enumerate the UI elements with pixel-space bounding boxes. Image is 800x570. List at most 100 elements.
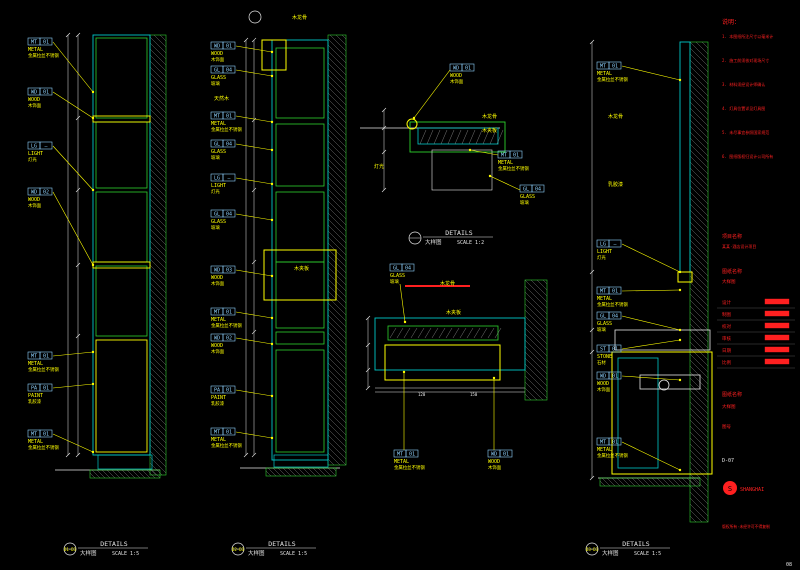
leader bbox=[52, 145, 95, 192]
tag-num-box bbox=[222, 139, 236, 148]
hatch-line bbox=[689, 209, 709, 229]
leader bbox=[235, 213, 274, 222]
hatch-line bbox=[149, 198, 167, 216]
hatch-line bbox=[302, 467, 312, 477]
leader-dot bbox=[412, 116, 416, 120]
dim-tick bbox=[381, 125, 387, 131]
hatch-line bbox=[689, 395, 709, 415]
tag-num-box bbox=[39, 87, 53, 96]
hatch-line bbox=[149, 180, 167, 198]
leader-dot bbox=[492, 376, 496, 380]
hatch-line bbox=[327, 362, 347, 382]
dimension-text: 150 bbox=[470, 392, 478, 397]
leader-dot bbox=[488, 174, 492, 178]
hatch-line bbox=[149, 288, 167, 306]
title-block-border bbox=[717, 8, 795, 563]
tag-material-cn: 木饰面 bbox=[28, 202, 42, 209]
hatch-line bbox=[149, 66, 167, 84]
caption-scale: SCALE 1:5 bbox=[280, 551, 307, 557]
copyright-text: 版权所有·未经许可不得复制 bbox=[722, 524, 770, 529]
tag-code: MT bbox=[600, 288, 606, 294]
hatch-line bbox=[689, 503, 709, 523]
hatch-line bbox=[89, 472, 96, 479]
dim-tick bbox=[75, 262, 81, 268]
leader-dot bbox=[678, 270, 682, 274]
hatch-line bbox=[149, 372, 167, 390]
hatch-line bbox=[689, 101, 709, 121]
hatch-line bbox=[101, 469, 111, 479]
hatch-line bbox=[689, 203, 709, 223]
tag-code: WD bbox=[31, 189, 37, 195]
hatch-line bbox=[149, 360, 167, 378]
hatch-line bbox=[689, 425, 709, 445]
hatch-line bbox=[327, 416, 347, 436]
leader-dot bbox=[678, 288, 682, 292]
hatch-line bbox=[466, 327, 474, 339]
note-line: 2. 施工前须核对现场尺寸 bbox=[722, 57, 769, 63]
tag-material: WOOD bbox=[211, 275, 223, 281]
tag-material: WOOD bbox=[211, 51, 223, 57]
tag-num-box bbox=[405, 449, 419, 458]
hatch-line bbox=[636, 477, 646, 487]
leader bbox=[235, 337, 274, 346]
leader-dot bbox=[403, 320, 407, 324]
hatch-line bbox=[689, 497, 709, 517]
leader-line bbox=[235, 337, 273, 345]
leader-dot bbox=[270, 436, 274, 440]
row-label: 校对 bbox=[722, 323, 731, 330]
hatch-line bbox=[524, 303, 548, 327]
tag-num-box bbox=[509, 150, 523, 159]
hatch-line bbox=[327, 218, 347, 238]
row-label: 制图 bbox=[722, 311, 731, 318]
hatch-line bbox=[327, 398, 347, 418]
tag-code: MT bbox=[214, 309, 220, 315]
tag-num: 01 bbox=[612, 439, 618, 445]
dim-tick bbox=[243, 452, 249, 458]
hatch-line bbox=[487, 327, 495, 339]
tag-num: 01 bbox=[503, 451, 509, 457]
leader bbox=[52, 41, 95, 94]
dim-tick bbox=[65, 452, 71, 458]
hatch-line bbox=[329, 34, 347, 52]
leader-dot bbox=[91, 450, 95, 454]
hatch-line bbox=[656, 477, 666, 487]
shelf-bay bbox=[95, 191, 148, 263]
hatch-line bbox=[149, 60, 167, 78]
tag-num-box bbox=[222, 307, 236, 316]
hatch-line bbox=[611, 477, 621, 487]
hatch-outline bbox=[524, 279, 548, 401]
dimension-line bbox=[243, 37, 249, 458]
hatch-line bbox=[327, 104, 347, 124]
hatch-line bbox=[327, 68, 347, 88]
dim-tick bbox=[251, 259, 257, 265]
hatch-line bbox=[689, 281, 709, 301]
tag-code: GL bbox=[600, 313, 606, 319]
hatch-line bbox=[149, 96, 167, 114]
hatch-line bbox=[327, 266, 347, 286]
tag-num: 01 bbox=[43, 353, 49, 359]
hatch-line bbox=[461, 129, 469, 145]
tag-num: — bbox=[613, 241, 617, 247]
row-value-field bbox=[764, 322, 790, 329]
wall-hatch bbox=[524, 279, 548, 401]
hatch-line bbox=[626, 477, 636, 487]
annotation-note: 木夹板 bbox=[446, 309, 461, 316]
tag-num-box bbox=[461, 63, 475, 72]
tag-num-box bbox=[222, 41, 236, 50]
tag-material-cn: 玻璃 bbox=[520, 199, 529, 206]
hatch-line bbox=[424, 327, 432, 339]
lower-frame bbox=[431, 149, 493, 191]
tag-num: 01 bbox=[465, 65, 471, 71]
hatch-line bbox=[149, 438, 167, 456]
hatch-line bbox=[149, 132, 167, 150]
hatch-line bbox=[282, 467, 292, 477]
tag-material-cn: 金属拉丝不锈钢 bbox=[28, 366, 59, 373]
hatch-line bbox=[689, 233, 709, 253]
hatch-line bbox=[149, 186, 167, 204]
